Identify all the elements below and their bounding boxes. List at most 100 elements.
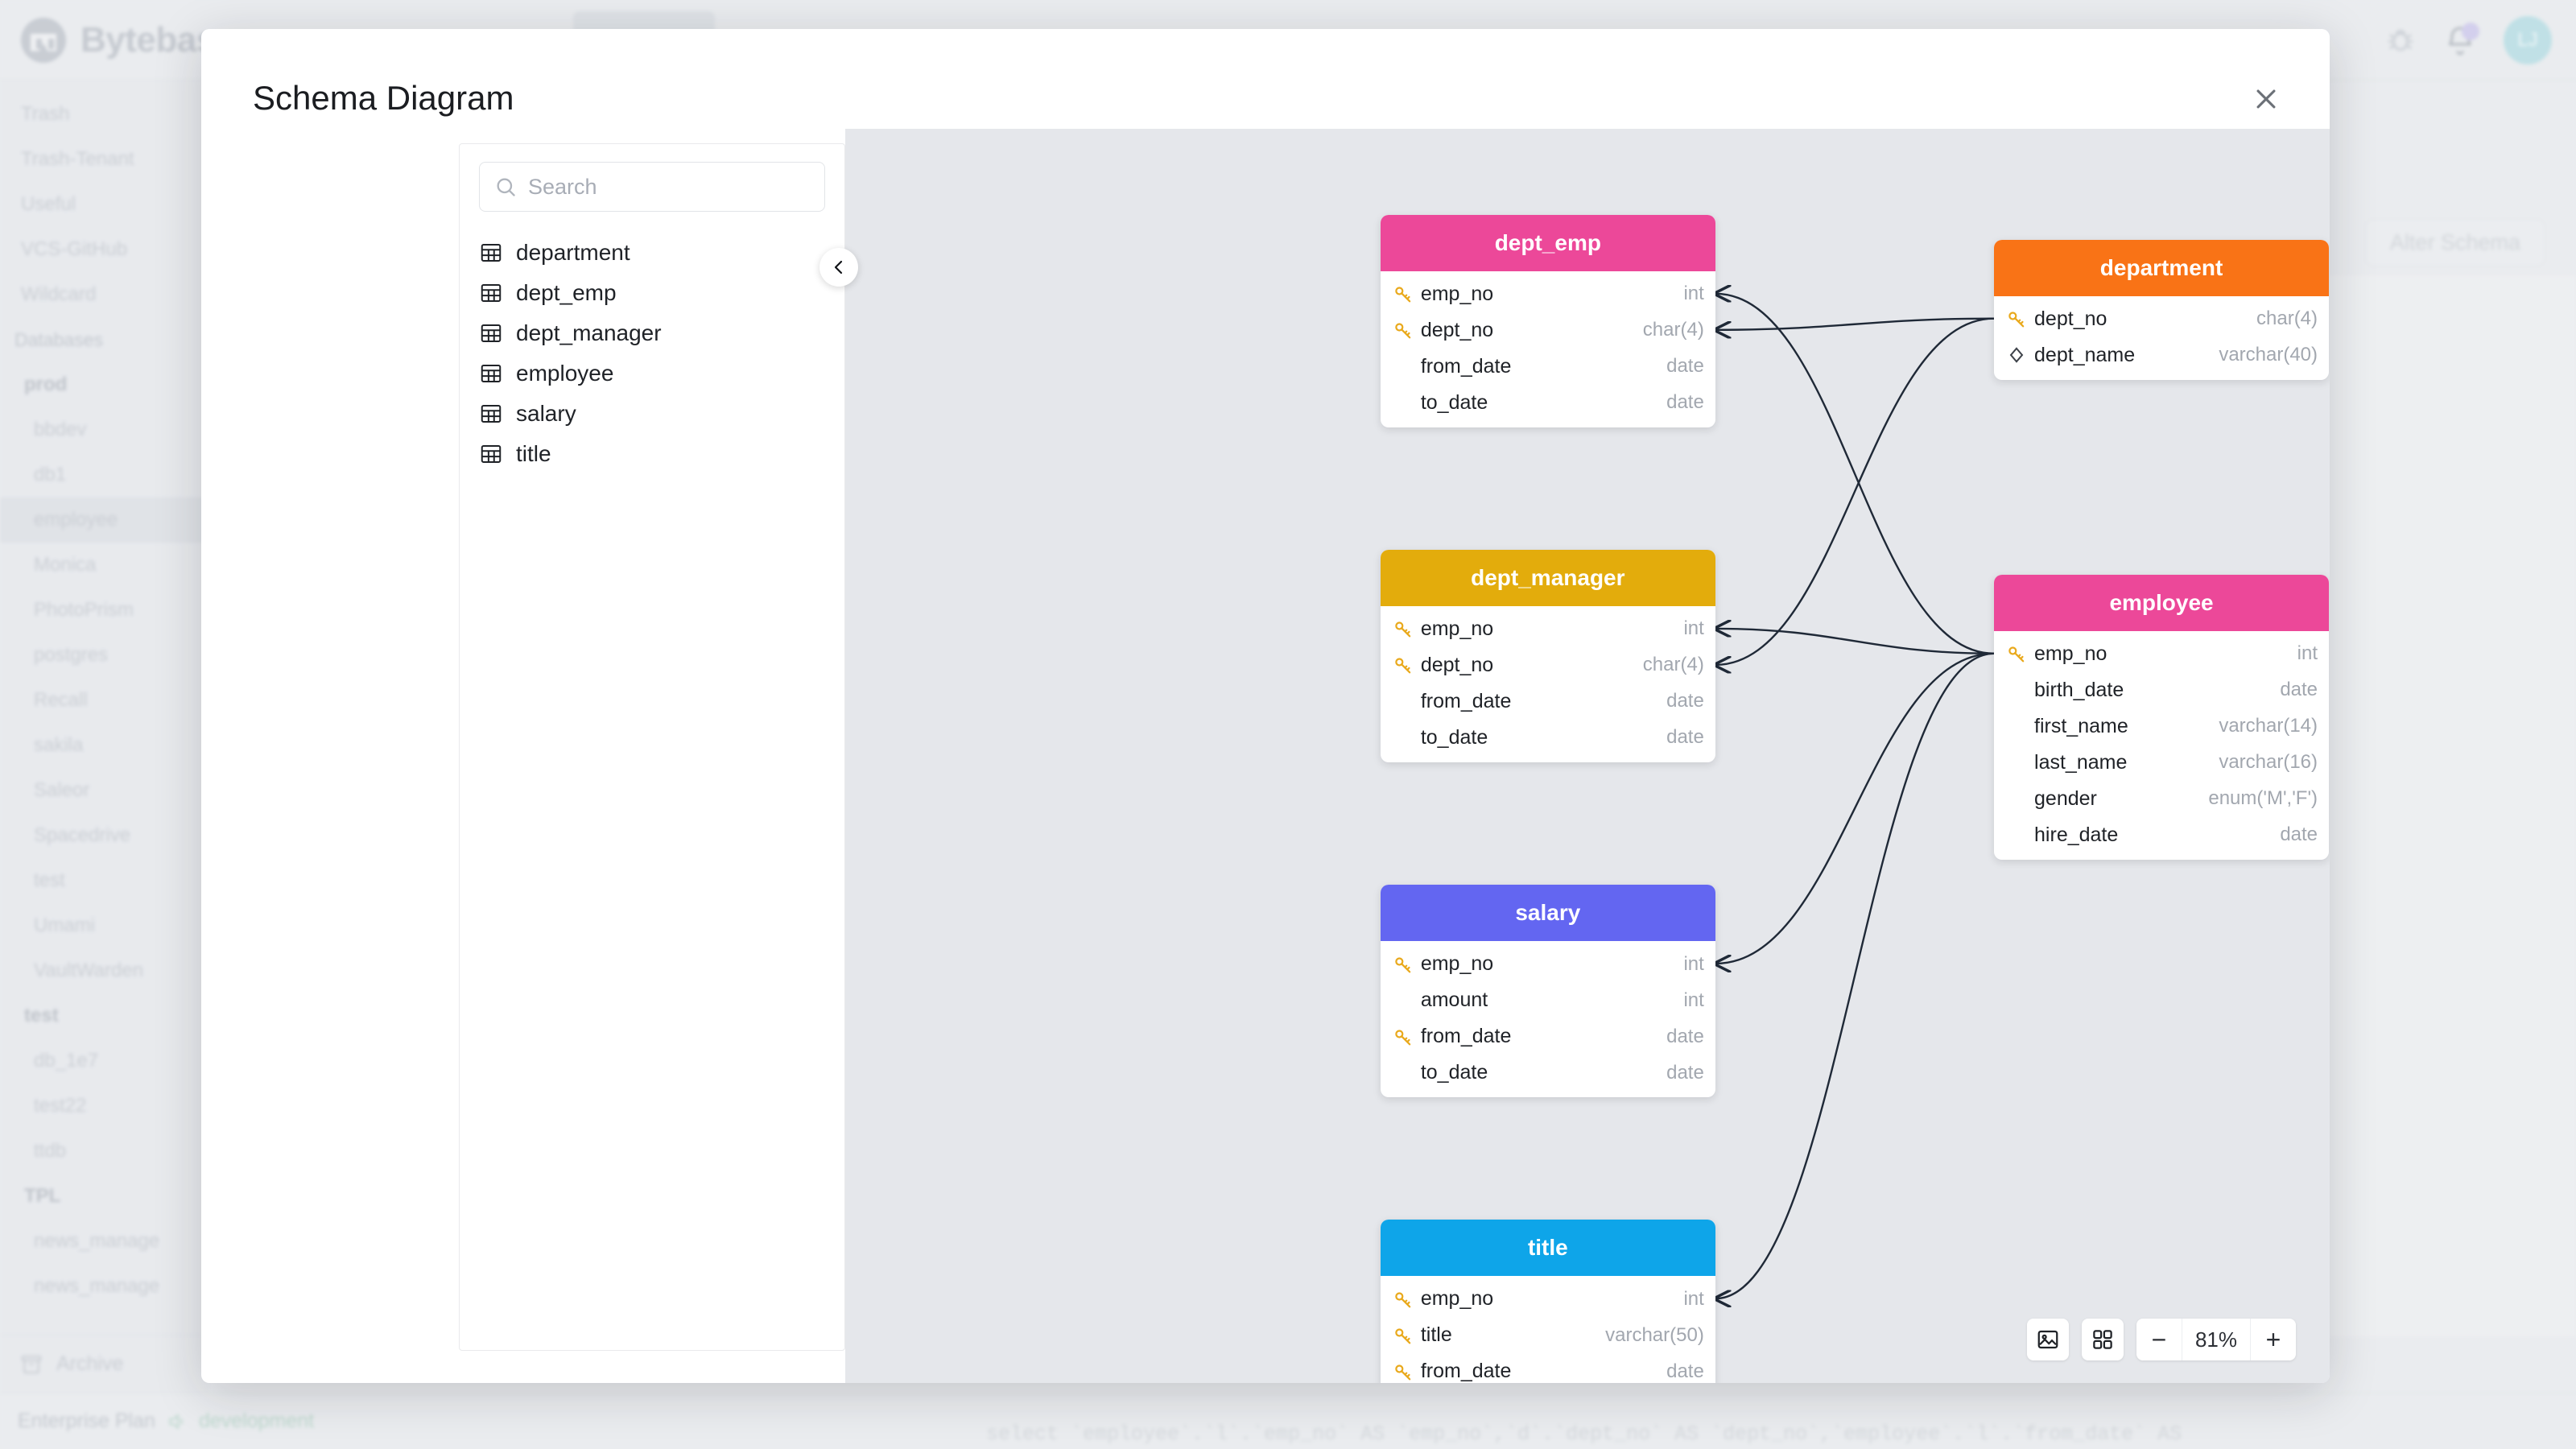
- zoom-control-group: − 81% +: [2136, 1319, 2296, 1360]
- list-item-title[interactable]: title: [460, 434, 844, 474]
- collapse-panel-button[interactable]: [819, 248, 858, 287]
- sidebar-item-news-manage[interactable]: news_manage: [34, 1275, 160, 1297]
- sidebar-item-test[interactable]: test: [24, 1005, 59, 1026]
- sidebar-item-recall[interactable]: Recall: [34, 689, 88, 711]
- search-input[interactable]: [528, 174, 810, 200]
- list-item-dept_emp[interactable]: dept_emp: [460, 273, 844, 313]
- sidebar-item-postgres[interactable]: postgres: [34, 644, 109, 666]
- sidebar-item-prod[interactable]: prod: [24, 374, 68, 395]
- column-row[interactable]: dept_no char(4): [1381, 312, 1715, 349]
- sidebar-item-sakila[interactable]: sakila: [34, 734, 84, 756]
- column-type: char(4): [1642, 319, 1704, 341]
- key-icon: [1392, 319, 1414, 341]
- sidebar-item-archive[interactable]: Archive: [0, 1335, 209, 1393]
- column-name: amount: [1420, 989, 1488, 1012]
- sidebar-item-umami[interactable]: Umami: [34, 914, 95, 936]
- list-item-department[interactable]: department: [460, 233, 844, 273]
- sidebar-item-trash-tenant[interactable]: Trash-Tenant: [21, 148, 134, 170]
- sidebar-item-photoprism[interactable]: PhotoPrism: [34, 599, 134, 621]
- bug-icon[interactable]: [2384, 24, 2417, 56]
- column-name: dept_no: [2034, 307, 2107, 330]
- table-node-header: title: [1380, 1220, 1715, 1277]
- sidebar-item-useful[interactable]: Useful: [21, 193, 76, 215]
- sidebar-item-bbdev[interactable]: bbdev: [34, 419, 87, 440]
- list-item-salary[interactable]: salary: [460, 394, 844, 434]
- zoom-in-button[interactable]: +: [2265, 1324, 2281, 1354]
- fit-view-button[interactable]: [2082, 1319, 2124, 1360]
- sidebar-item-test22[interactable]: test22: [34, 1095, 87, 1117]
- sidebar-item-db-1e7[interactable]: db_1e7: [34, 1050, 99, 1071]
- column-name: emp_no: [1420, 617, 1494, 640]
- image-icon: [2037, 1330, 2058, 1349]
- sidebar-item-vcs-github[interactable]: VCS-GitHub: [21, 238, 128, 260]
- list-item-dept_manager[interactable]: dept_manager: [460, 313, 844, 353]
- sidebar-item-news-manage[interactable]: news_manage: [34, 1230, 160, 1252]
- sidebar-item-test[interactable]: test: [34, 869, 65, 891]
- column-type: date: [1666, 1061, 1704, 1084]
- sidebar-item-tpl[interactable]: TPL: [24, 1185, 61, 1207]
- zoom-out-button[interactable]: −: [2151, 1324, 2167, 1354]
- notification-badge: [2462, 22, 2479, 40]
- list-item-label: salary: [516, 401, 576, 426]
- sidebar-item-db1[interactable]: db1: [34, 464, 67, 485]
- column-name: title: [1420, 1323, 1452, 1347]
- sidebar-item-monica[interactable]: Monica: [34, 554, 97, 576]
- sidebar-item-ttdb[interactable]: ttdb: [34, 1140, 67, 1162]
- export-image-button[interactable]: [2027, 1319, 2069, 1360]
- archive-label: Archive: [56, 1352, 124, 1375]
- table-icon: [479, 321, 503, 345]
- search-box[interactable]: [479, 162, 825, 212]
- column-name: dept_name: [2034, 343, 2136, 366]
- column-name: emp_no: [2034, 642, 2107, 665]
- sidebar-item-spacedrive[interactable]: Spacedrive: [34, 824, 131, 846]
- alter-schema-button[interactable]: Alter Schema: [2364, 219, 2545, 266]
- sidebar-item-employee[interactable]: employee: [0, 497, 209, 543]
- sidebar-item-wildcard[interactable]: Wildcard: [21, 283, 97, 305]
- sidebar-item-vaultwarden[interactable]: VaultWarden: [34, 960, 144, 981]
- notifications-bell-icon[interactable]: [2444, 22, 2479, 56]
- sidebar-item-saleor[interactable]: Saleor: [34, 779, 90, 801]
- sidebar-item-trash[interactable]: Trash: [21, 103, 70, 125]
- close-icon[interactable]: [2241, 74, 2291, 124]
- column-type: date: [1666, 690, 1704, 712]
- column-name: dept_no: [1420, 318, 1494, 341]
- table-node-header: salary: [1380, 885, 1715, 942]
- avatar[interactable]: LJ: [2504, 15, 2552, 64]
- relationship-edge: [1715, 317, 1995, 665]
- speaker-icon: [169, 1413, 183, 1430]
- list-item-employee[interactable]: employee: [460, 353, 844, 394]
